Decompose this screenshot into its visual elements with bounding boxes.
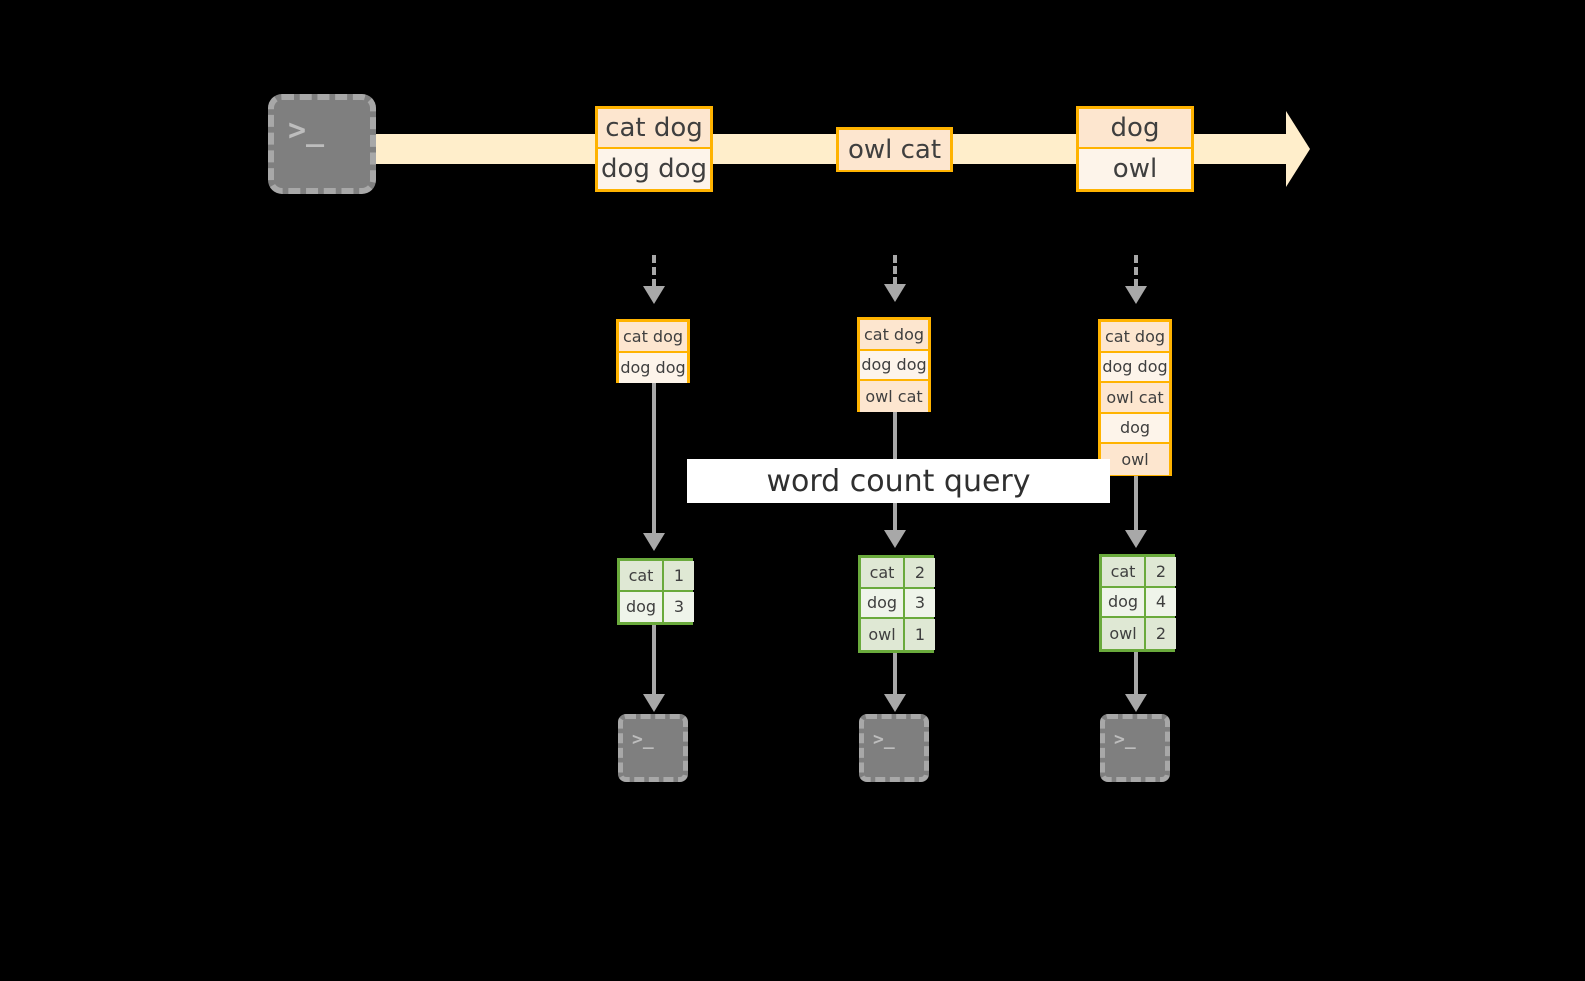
stream-tap-connector-2: [893, 255, 897, 285]
result-row: cat 2: [1102, 557, 1176, 588]
snapshot-1-query-arrowhead: [643, 533, 665, 551]
stream-message-1[interactable]: cat dog dog dog: [595, 106, 713, 192]
snapshot-1-result-table[interactable]: cat 1 dog 3: [617, 558, 694, 625]
result-key: cat: [1102, 557, 1146, 586]
result-key: dog: [1102, 587, 1146, 616]
stream-message-row: cat dog: [598, 109, 710, 149]
result-row: owl 1: [861, 619, 935, 650]
query-caption-band: word count query: [687, 459, 1110, 503]
stream-tap-connector-3: [1134, 255, 1138, 287]
snapshot-2-state-table[interactable]: cat dog dog dog owl cat: [857, 317, 931, 412]
result-row: cat 1: [620, 561, 694, 592]
snapshot-3-query-arrowhead: [1125, 530, 1147, 548]
snapshot-1-sink-terminal-icon[interactable]: >_: [618, 714, 688, 782]
result-value: 2: [1146, 618, 1176, 649]
stream-message-row: owl: [1079, 149, 1191, 189]
stream-tap-connector-1: [652, 255, 656, 287]
result-key: cat: [861, 558, 905, 587]
result-key: owl: [861, 619, 905, 650]
terminal-prompt-glyph: >_: [873, 729, 895, 750]
source-terminal-icon[interactable]: >_: [268, 94, 376, 194]
result-row: dog 3: [620, 591, 694, 622]
snapshot-1-state-table[interactable]: cat dog dog dog: [616, 319, 690, 383]
result-value: 2: [905, 558, 935, 587]
state-row: cat dog: [619, 322, 687, 353]
state-row: dog dog: [619, 352, 687, 383]
result-key: cat: [620, 561, 664, 590]
snapshot-1-query-connector: [652, 383, 656, 535]
stream-message-row: dog dog: [598, 149, 710, 189]
result-row: dog 3: [861, 588, 935, 619]
snapshot-3-query-connector: [1134, 476, 1138, 532]
state-row: cat dog: [860, 320, 928, 351]
terminal-prompt-glyph: >_: [1114, 729, 1136, 750]
snapshot-3-sink-terminal-icon[interactable]: >_: [1100, 714, 1170, 782]
terminal-prompt-glyph: >_: [632, 729, 654, 750]
result-row: owl 2: [1102, 618, 1176, 649]
stream-message-row: owl cat: [839, 130, 950, 170]
stream-tap-arrowhead-2: [884, 284, 906, 302]
query-caption-label: word count query: [766, 463, 1031, 499]
result-key: owl: [1102, 618, 1146, 649]
result-key: dog: [620, 591, 664, 622]
snapshot-3-sink-connector: [1134, 652, 1138, 697]
snapshot-2-sink-arrowhead: [884, 694, 906, 712]
snapshot-2-sink-terminal-icon[interactable]: >_: [859, 714, 929, 782]
snapshot-1-sink-arrowhead: [643, 694, 665, 712]
state-row: dog dog: [860, 350, 928, 381]
snapshot-2-sink-connector: [893, 653, 897, 697]
snapshot-3-sink-arrowhead: [1125, 694, 1147, 712]
result-key: dog: [861, 588, 905, 617]
snapshot-3-result-table[interactable]: cat 2 dog 4 owl 2: [1099, 554, 1176, 652]
snapshot-1-sink-connector: [652, 625, 656, 697]
stream-message-2[interactable]: owl cat: [836, 127, 953, 172]
terminal-prompt-glyph: >_: [288, 113, 325, 148]
snapshot-2-query-arrowhead: [884, 530, 906, 548]
result-value: 1: [664, 561, 694, 590]
result-value: 3: [664, 591, 694, 622]
stream-tap-arrowhead-1: [643, 286, 665, 304]
result-value: 1: [905, 619, 935, 650]
stream-arrowhead: [1286, 111, 1310, 187]
stream-tap-arrowhead-3: [1125, 286, 1147, 304]
result-value: 2: [1146, 557, 1176, 586]
result-value: 4: [1146, 587, 1176, 616]
state-row: owl cat: [1101, 383, 1169, 414]
result-row: dog 4: [1102, 587, 1176, 618]
result-value: 3: [905, 588, 935, 617]
stream-message-3[interactable]: dog owl: [1076, 106, 1194, 192]
snapshot-3-state-table[interactable]: cat dog dog dog owl cat dog owl: [1098, 319, 1172, 476]
state-row: owl: [1101, 444, 1169, 475]
state-row: owl cat: [860, 381, 928, 412]
snapshot-2-result-table[interactable]: cat 2 dog 3 owl 1: [858, 555, 935, 653]
state-row: dog dog: [1101, 352, 1169, 383]
result-row: cat 2: [861, 558, 935, 589]
stream-message-row: dog: [1079, 109, 1191, 149]
state-row: dog: [1101, 413, 1169, 444]
state-row: cat dog: [1101, 322, 1169, 353]
